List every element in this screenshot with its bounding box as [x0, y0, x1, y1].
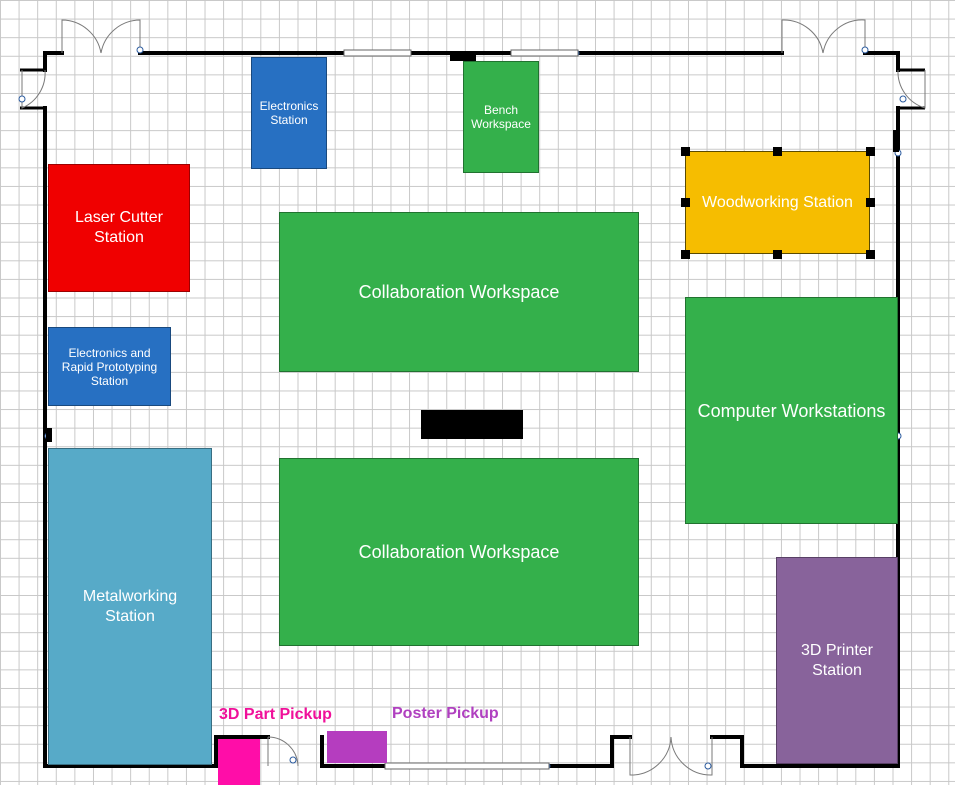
electronics-rapid-prototyping-station[interactable]: Electronics and Rapid Prototyping Statio… [48, 327, 171, 406]
metalworking-station[interactable]: Metalworking Station [48, 448, 212, 765]
part-pickup-label: 3D Part Pickup [219, 706, 332, 723]
bench-workspace-label: Bench Workspace [471, 103, 531, 131]
selection-handle-icon[interactable] [866, 250, 875, 259]
printer-3d-station-label: 3D Printer Station [800, 641, 874, 679]
poster-pickup-label: Poster Pickup [392, 705, 499, 722]
bench-workspace[interactable]: Bench Workspace [463, 61, 539, 173]
selection-handle-icon[interactable] [681, 250, 690, 259]
electronics-station-label: Electronics Station [259, 99, 319, 127]
woodworking-station-label: Woodworking Station [702, 193, 853, 211]
metalworking-station-label: Metalworking Station [82, 587, 178, 625]
collaboration-workspace-top[interactable]: Collaboration Workspace [279, 212, 639, 372]
part-pickup-area[interactable] [218, 739, 260, 785]
selection-handle-icon[interactable] [866, 147, 875, 156]
collaboration-workspace-top-label: Collaboration Workspace [358, 282, 560, 302]
printer-3d-station[interactable]: 3D Printer Station [776, 557, 898, 764]
selection-handle-icon[interactable] [866, 198, 875, 207]
laser-cutter-station[interactable]: Laser Cutter Station [48, 164, 190, 292]
center-table[interactable] [421, 410, 523, 439]
woodworking-station[interactable]: Woodworking Station [685, 151, 870, 254]
computer-workstations-label: Computer Workstations [697, 400, 886, 421]
selection-handle-icon[interactable] [773, 147, 782, 156]
selection-handle-icon[interactable] [681, 198, 690, 207]
electronics-station[interactable]: Electronics Station [251, 57, 327, 169]
computer-workstations[interactable]: Computer Workstations [685, 297, 898, 524]
collaboration-workspace-bottom[interactable]: Collaboration Workspace [279, 458, 639, 646]
laser-cutter-station-label: Laser Cutter Station [74, 209, 164, 246]
selection-handle-icon[interactable] [681, 147, 690, 156]
electronics-rapid-prototyping-label: Electronics and Rapid Prototyping Statio… [61, 345, 158, 388]
poster-pickup-area[interactable] [327, 731, 387, 763]
collaboration-workspace-bottom-label: Collaboration Workspace [358, 542, 560, 562]
selection-handle-icon[interactable] [773, 250, 782, 259]
